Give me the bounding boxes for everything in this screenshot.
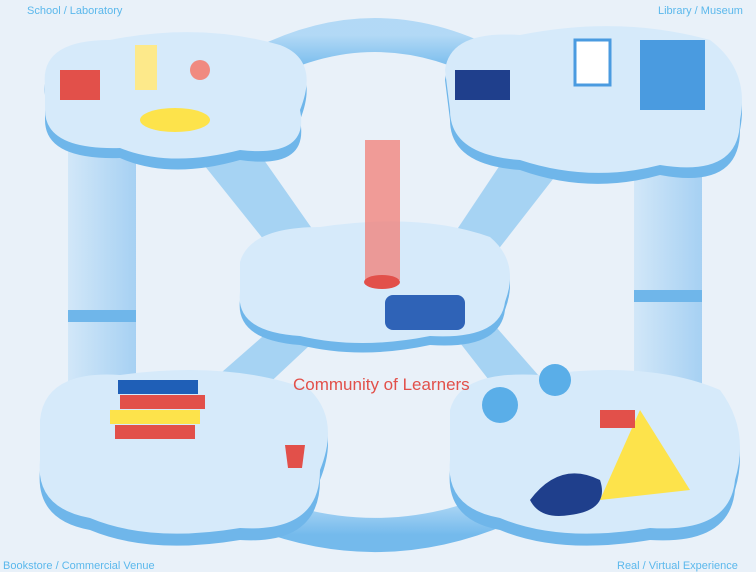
bookshelf [640,40,705,110]
book-stack-3 [120,395,205,409]
display-screen [573,38,612,87]
platform-school [44,32,307,170]
book-stack-1 [115,425,195,439]
car [385,295,465,330]
tree [482,387,518,423]
beam-base [364,275,400,289]
left-pillar-ledge [68,310,136,322]
illustration-title: Community of Learners [293,375,470,394]
dolphin-pool [530,473,602,516]
right-pillar-ledge [634,290,702,302]
book-stack-4 [118,380,198,394]
book-stack-2 [110,410,200,424]
platform-experience [449,370,740,546]
bridge-top-right [450,150,560,260]
whiteboard-screen [60,70,100,100]
piano [455,70,510,100]
pyramid [600,410,690,500]
tree [539,364,571,396]
label-bookstore-commercial: Bookstore / Commercial Venue [3,560,155,572]
label-library-museum: Library / Museum [658,5,743,17]
label-real-virtual: Real / Virtual Experience [617,560,738,572]
light-beam [365,140,400,280]
sofa [600,410,635,428]
study-table [140,108,210,132]
lab-tower [135,45,157,90]
label-school-laboratory: School / Laboratory [27,5,123,17]
plant-pot [285,445,305,468]
flask [190,60,210,80]
